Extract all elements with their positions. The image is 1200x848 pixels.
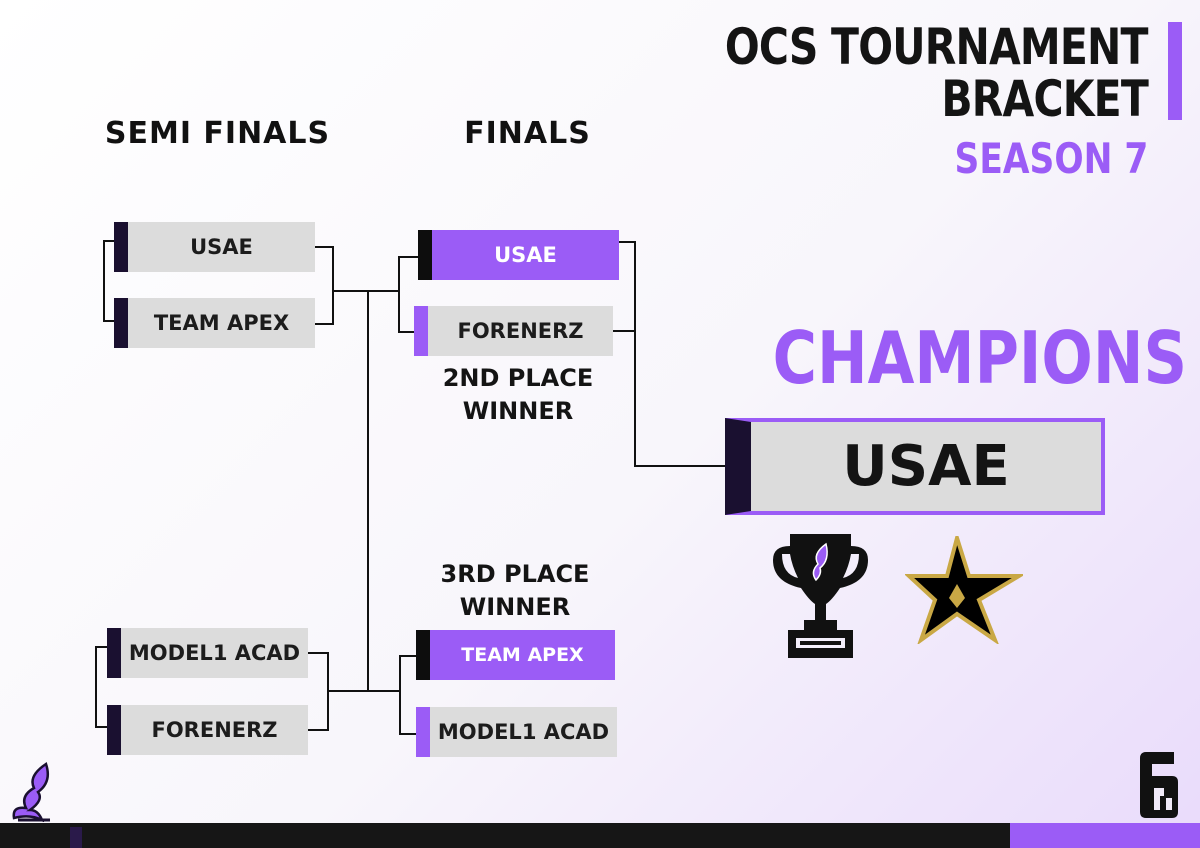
bracket-line — [398, 331, 414, 333]
third-place-line-1: 3RD PLACE — [440, 560, 590, 588]
bracket-line — [613, 330, 635, 332]
bracket-line — [399, 655, 401, 735]
bracket-line — [399, 655, 416, 657]
bracket-line — [95, 726, 107, 728]
third-place-line-2: WINNER — [459, 593, 571, 621]
bracket-line — [103, 240, 114, 242]
org-logo-icon — [12, 762, 50, 822]
finals-lower-winner: TEAM APEX — [416, 630, 615, 680]
bracket-line — [367, 290, 369, 692]
second-place-line-2: WINNER — [462, 397, 574, 425]
semi-lower-team-1: MODEL1 ACAD — [107, 628, 308, 678]
semi-upper-team-1: USAE — [114, 222, 315, 272]
bracket-line — [315, 323, 333, 325]
champions-label: CHAMPIONS — [772, 316, 1188, 400]
title-accent-bar — [1168, 22, 1182, 120]
second-place-label: 2ND PLACE WINNER — [418, 362, 618, 428]
semi-upper-team-2: TEAM APEX — [114, 298, 315, 348]
bracket-line — [634, 241, 636, 467]
season-label: SEASON 7 — [954, 134, 1148, 183]
champion-team-name: USAE — [842, 434, 1010, 499]
semi-finals-label: SEMI FINALS — [104, 116, 331, 151]
bottom-bar-accent — [1010, 823, 1200, 848]
bracket-line — [308, 652, 328, 654]
bracket-line — [619, 241, 635, 243]
finals-upper-winner: USAE — [418, 230, 619, 280]
title-line-1: OCS TOURNAMENT — [725, 18, 1149, 76]
title-line-2: BRACKET — [941, 70, 1148, 128]
second-place-line-1: 2ND PLACE — [442, 364, 594, 392]
bracket-line — [103, 320, 114, 322]
bottom-bar — [0, 823, 1010, 848]
bracket-line — [327, 690, 399, 692]
bottom-bar-mark — [70, 827, 82, 848]
bracket-line — [315, 246, 333, 248]
bracket-line — [399, 733, 416, 735]
bracket-line — [332, 246, 334, 325]
rainbow-six-logo-icon — [1140, 752, 1178, 818]
champion-box: USAE — [725, 418, 1105, 515]
bracket-line — [332, 290, 398, 292]
bracket-line — [308, 729, 328, 731]
bracket-line — [398, 256, 400, 333]
finals-upper-team-2: FORENERZ — [414, 306, 613, 356]
semi-lower-team-2: FORENERZ — [107, 705, 308, 755]
bracket-line — [634, 465, 725, 467]
bracket-line — [103, 240, 105, 322]
bracket-line — [398, 256, 418, 258]
bracket-line — [95, 646, 107, 648]
finals-label: FINALS — [464, 116, 591, 151]
bracket-line — [95, 646, 97, 728]
third-place-label: 3RD PLACE WINNER — [415, 558, 615, 624]
star-team-logo-icon — [905, 536, 1023, 644]
finals-lower-team-2: MODEL1 ACAD — [416, 707, 617, 757]
trophy-icon — [773, 534, 868, 658]
